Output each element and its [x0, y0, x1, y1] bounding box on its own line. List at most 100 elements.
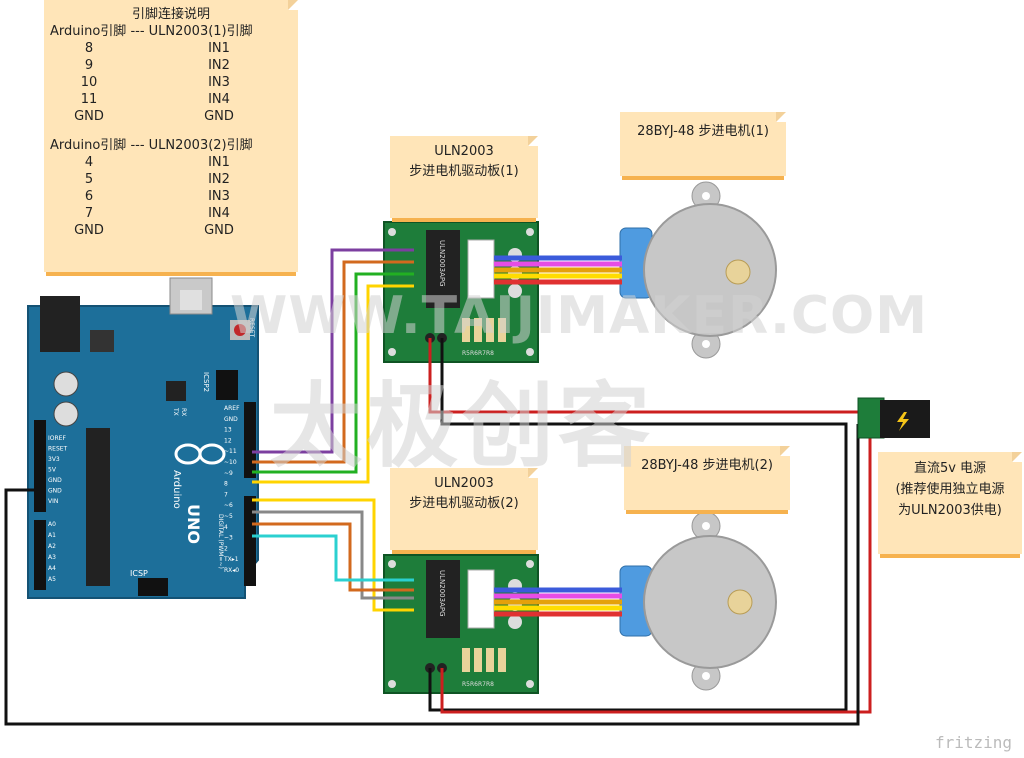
driver2-label-line1: ULN2003	[434, 476, 494, 491]
motor2-ribbon	[494, 587, 622, 617]
pin-row: GND GND	[44, 222, 298, 239]
driver2-label: ULN2003 步进电机驱动板(2)	[390, 468, 538, 550]
header-pin-label: 3V3	[48, 456, 60, 463]
uln2003-pin: IN2	[208, 58, 230, 73]
power-label-line1: 直流5v 电源	[913, 461, 987, 476]
uln2003-pin: GND	[204, 109, 234, 124]
arduino-pin: 6	[84, 189, 94, 204]
uln2003-driver-board-2: ULN2003APG R5R6R7R8	[383, 554, 539, 694]
header-pin-label: ~9	[224, 470, 233, 477]
header-pin-label: 8	[224, 481, 228, 488]
header-pin-label: A2	[48, 543, 56, 550]
driver2-chip-text: ULN2003APG	[438, 570, 446, 617]
note-fold	[528, 136, 538, 146]
header-pin-label: 4	[224, 524, 228, 531]
icsp-text: ICSP	[130, 569, 148, 578]
header-pin-label: VIN	[48, 498, 58, 505]
stepper-motor-1	[619, 181, 777, 359]
header-pin-label: AREF	[224, 405, 240, 412]
header-pin-label: IOREF	[48, 435, 66, 442]
motor2-label: 28BYJ-48 步进电机(2)	[624, 446, 790, 510]
arduino-pin: 4	[84, 155, 94, 170]
header-pin-label: A0	[48, 521, 56, 528]
header-pin-label: 12	[224, 437, 232, 444]
header-pin-label: 2	[224, 545, 228, 552]
header-pin-label: 13	[224, 427, 232, 434]
driver1-label-line2: 步进电机驱动板(1)	[409, 164, 519, 179]
header-pin-label: TX▸1	[223, 556, 239, 563]
stepper-motor-2	[619, 511, 777, 691]
uln2003-pin: IN3	[208, 189, 230, 204]
arduino-pin: 5	[84, 172, 94, 187]
arduino-pin: 9	[84, 58, 94, 73]
watermark-website: WWW.TAIJIMAKER.COM	[230, 286, 928, 346]
arduino-pin: GND	[74, 109, 104, 124]
pin-row: 7 IN4	[44, 205, 298, 222]
power-supply-label: 直流5v 电源 (推荐使用独立电源 为ULN2003供电)	[878, 452, 1022, 554]
arduino-text: Arduino	[171, 470, 182, 509]
dc-power-jack	[857, 397, 930, 439]
header-pin-label: GND	[48, 477, 62, 484]
arduino-logo-icon	[174, 443, 226, 465]
header-pin-label: A1	[48, 532, 56, 539]
power-wires	[4, 338, 872, 726]
note-fold	[780, 446, 790, 456]
power-label-line2: (推荐使用独立电源	[895, 482, 1005, 497]
header-pin-label: A3	[48, 554, 56, 561]
pin-note-title: 引脚连接说明	[131, 7, 210, 22]
lightning-bolt-icon	[897, 412, 909, 431]
header-pin-label: A4	[48, 565, 56, 572]
driver2-label-line2: 步进电机驱动板(2)	[409, 496, 519, 511]
note-fold	[776, 112, 786, 122]
header-pin-label: RX◂0	[224, 567, 239, 574]
icsp2-text: ICSP2	[202, 372, 210, 392]
pin-note-header-1: Arduino引脚 --- ULN2003(1)引脚	[50, 24, 253, 39]
driver1-chip-text: ULN2003APG	[438, 240, 446, 287]
pin-row: 9 IN2	[44, 57, 298, 74]
header-pin-label: 7	[224, 491, 228, 498]
tx-text: TX	[172, 407, 179, 416]
header-pin-label: GND	[48, 488, 62, 495]
motor1-label: 28BYJ-48 步进电机(1)	[620, 112, 786, 176]
note-fold	[1012, 452, 1022, 462]
uln2003-pin: IN3	[208, 75, 230, 90]
note-fold	[288, 0, 298, 10]
arduino-pin: GND	[74, 223, 104, 238]
rx-text: RX	[180, 408, 187, 416]
driver1-res-text: R5R6R7R8	[462, 350, 494, 357]
pin-row: 6 IN3	[44, 188, 298, 205]
uln2003-pin: IN4	[208, 92, 230, 107]
driver1-label-line1: ULN2003	[434, 144, 494, 159]
arduino-uno-board: Arduino UNO ICSP ICSP2 RESET TX RX DIGIT…	[27, 277, 259, 599]
header-pin-label: ~3	[224, 535, 233, 542]
uln2003-pin: GND	[204, 223, 234, 238]
power-label-line3: 为ULN2003供电)	[898, 503, 1002, 518]
header-pin-label: ~5	[224, 513, 233, 520]
reset-text: RESET	[248, 318, 255, 338]
uno-text: UNO	[184, 504, 203, 544]
pin-row: GND GND	[44, 108, 298, 125]
arduino-pin: 7	[84, 206, 94, 221]
pin-row: 4 IN1	[44, 154, 298, 171]
header-pin-label: 5V	[48, 467, 57, 474]
arduino-pin: 8	[84, 41, 94, 56]
uln2003-pin: IN4	[208, 206, 230, 221]
uln2003-driver-board-1: ULN2003APG R5R6R7R8	[383, 221, 539, 363]
pin-note-header-2: Arduino引脚 --- ULN2003(2)引脚	[50, 138, 253, 153]
driver2-res-text: R5R6R7R8	[462, 681, 494, 688]
uln2003-pin: IN1	[208, 41, 230, 56]
motor1-label-text: 28BYJ-48 步进电机(1)	[637, 124, 769, 139]
uln2003-pin: IN1	[208, 155, 230, 170]
header-pin-label: GND	[224, 416, 238, 423]
motor2-label-text: 28BYJ-48 步进电机(2)	[641, 458, 773, 473]
motor1-ribbon	[494, 255, 622, 285]
